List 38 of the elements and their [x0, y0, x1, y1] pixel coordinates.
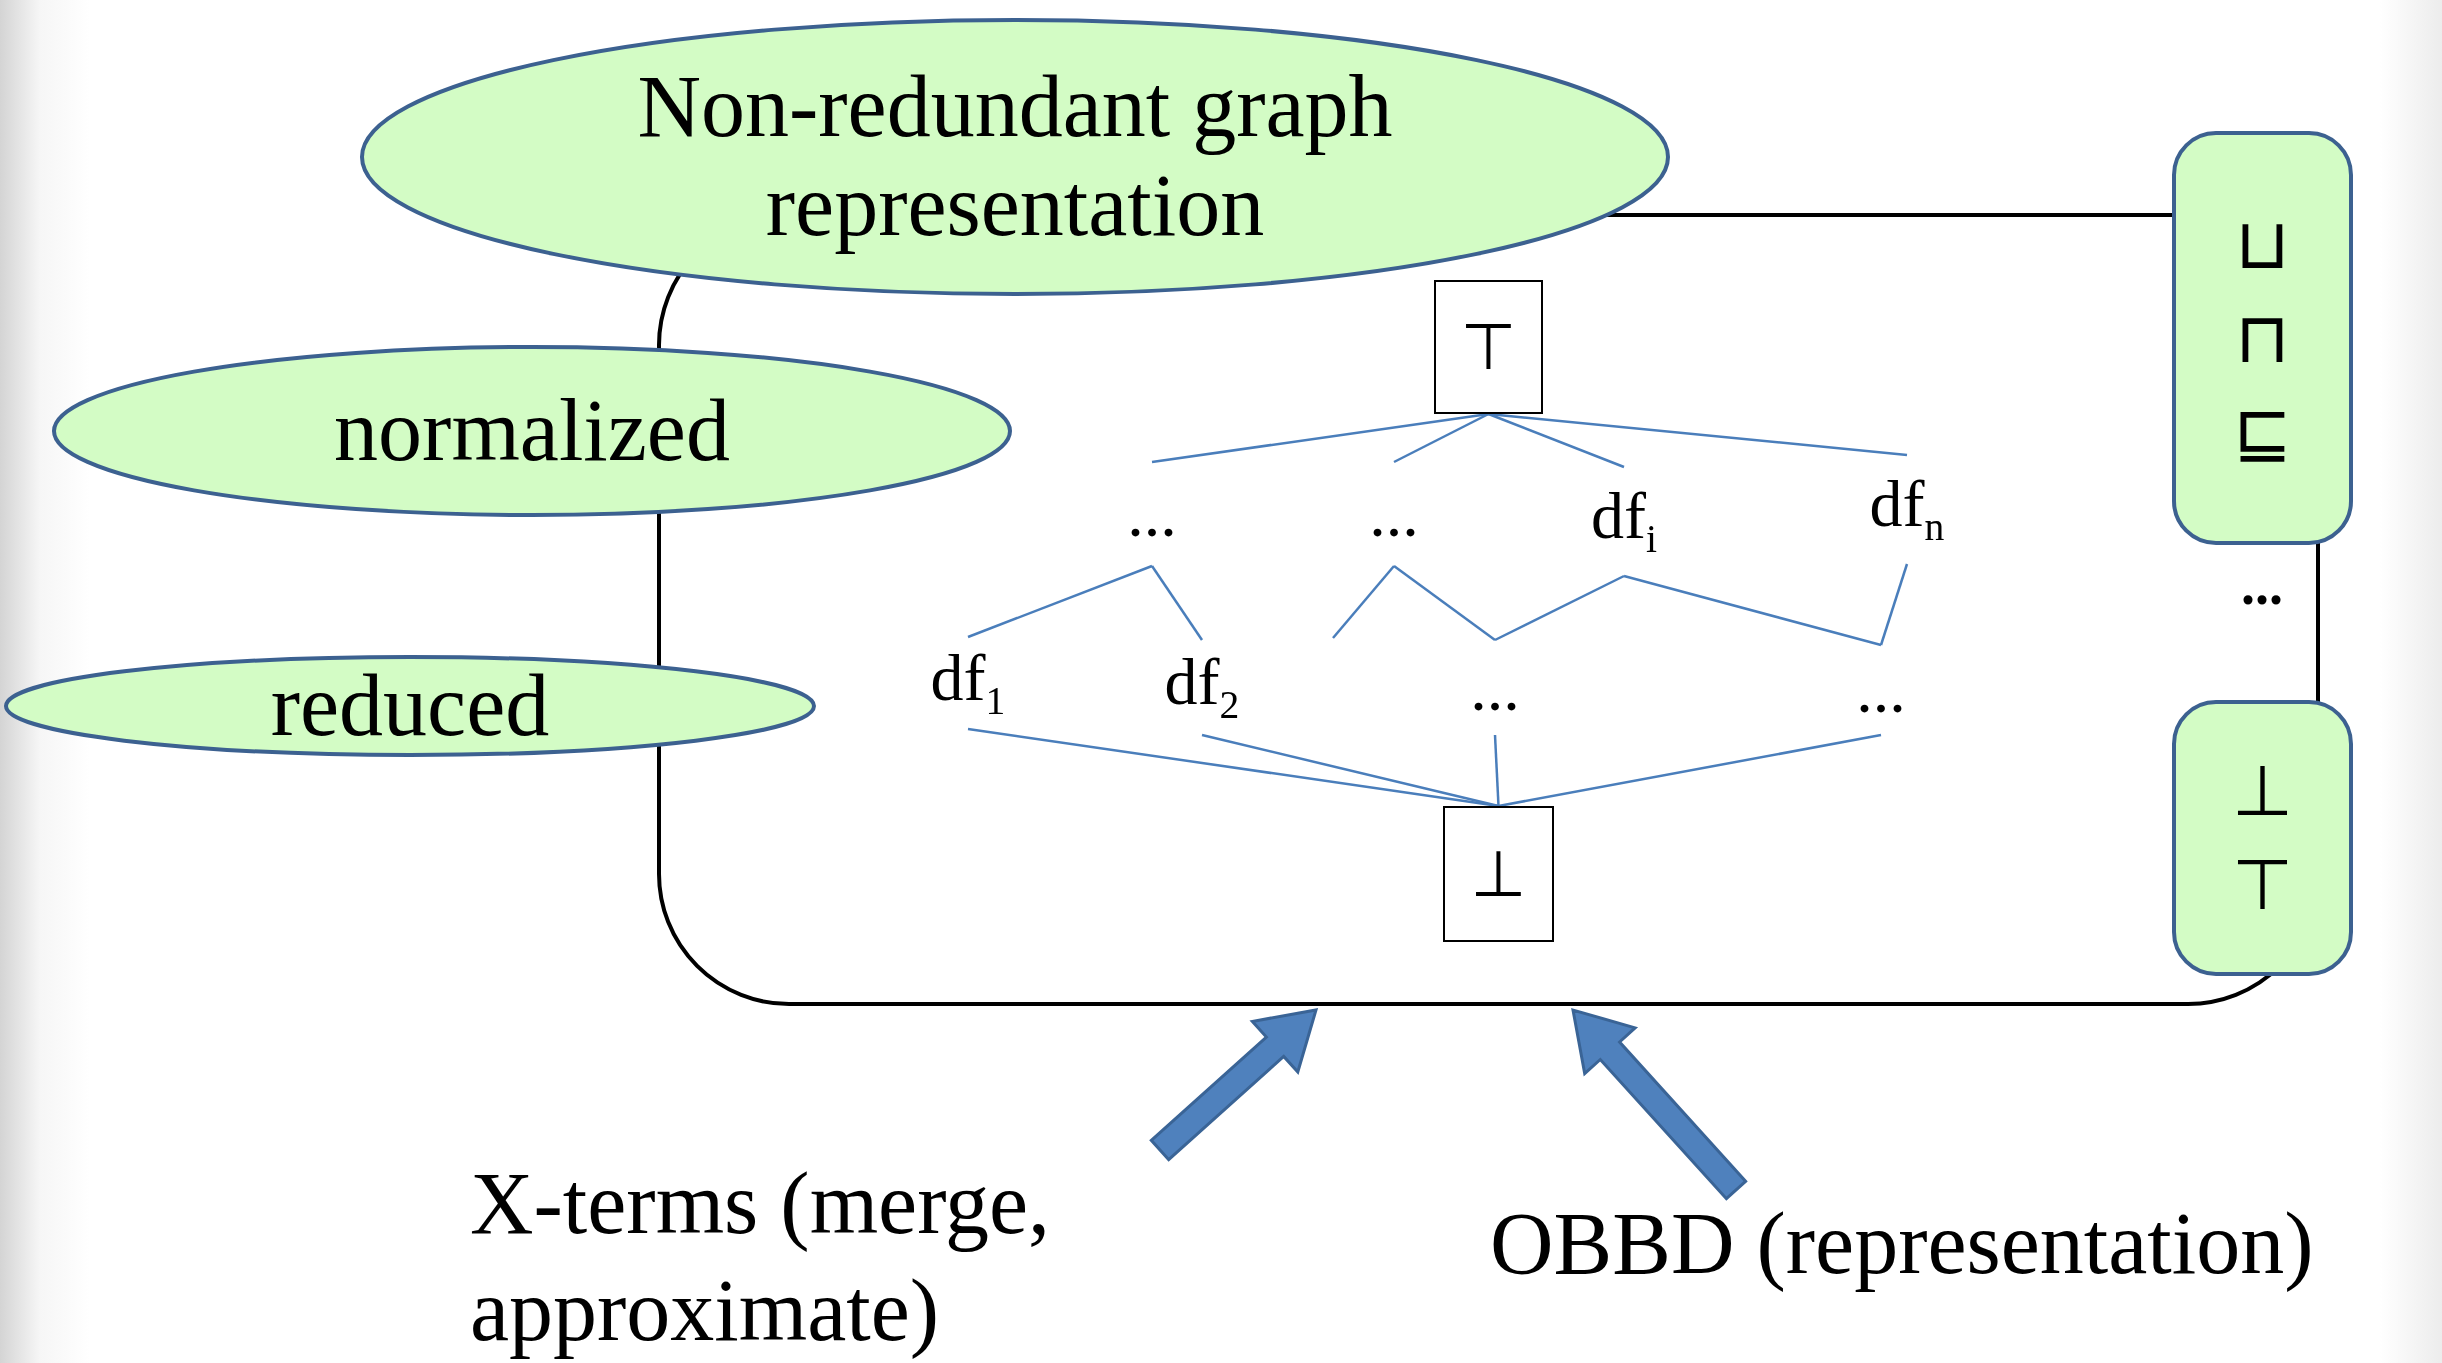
- lattice-label: df$_{i}$: [1591, 483, 1657, 560]
- operator-symbol: ⊑: [2233, 397, 2292, 467]
- lattice-label: ...: [1369, 481, 1419, 547]
- lattice-label: ...: [1470, 654, 1520, 721]
- ellipsis-label: ...: [2241, 556, 2283, 613]
- operator-panel: [2172, 700, 2353, 976]
- block-arrow: [1149, 1008, 1319, 1162]
- lattice-label: ...: [1856, 657, 1906, 723]
- note-text: X-terms (merge, approximate): [470, 1154, 1051, 1362]
- operator-symbol: ⊔: [2235, 209, 2290, 279]
- connector-line: [1150, 565, 1204, 641]
- lattice-label: df$_{1}$: [930, 644, 1006, 722]
- connector-line: [1201, 733, 1499, 808]
- lattice-label: df$_{n}$: [1869, 471, 1945, 548]
- block-arrow: [1571, 1007, 1748, 1201]
- connector-line: [1493, 734, 1500, 807]
- lattice-symbol-box: ⊤: [1434, 280, 1543, 414]
- operator-symbol: ⊤: [2232, 850, 2293, 920]
- operator-symbol: ⊥: [2232, 756, 2293, 826]
- operator-symbol: ⊓: [2235, 303, 2290, 373]
- connector-line: [1332, 565, 1395, 639]
- connector-line: [1494, 574, 1625, 642]
- connector-line: [1498, 733, 1882, 808]
- lattice-symbol-box: ⊥: [1443, 806, 1554, 942]
- connector-line: [1393, 565, 1496, 641]
- connector-line: [1488, 412, 1625, 469]
- node-label: reduced: [270, 656, 550, 756]
- node-label: Non-redundant graph representation: [636, 58, 1394, 256]
- lattice-label: ...: [1127, 481, 1177, 547]
- operator-panel: [2172, 131, 2353, 545]
- connector-line: [1488, 412, 1908, 457]
- node-label: normalized: [334, 381, 730, 481]
- connector-line: [967, 564, 1153, 639]
- note-text: OBBD (representation): [1490, 1194, 2314, 1294]
- connector-line: [1393, 412, 1490, 464]
- connector-line: [1623, 574, 1882, 647]
- connector-line: [1879, 563, 1909, 646]
- lattice-label: df$_{2}$: [1164, 649, 1240, 726]
